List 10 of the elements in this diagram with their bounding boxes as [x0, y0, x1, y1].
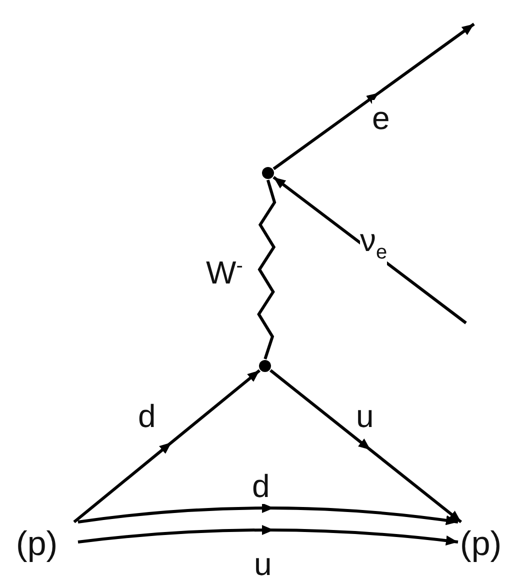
wavy-line	[257, 180, 276, 360]
arrow	[78, 504, 458, 525]
arrow	[270, 369, 462, 524]
vertex-dot	[262, 167, 274, 179]
arrow	[78, 525, 458, 546]
arrow	[272, 22, 475, 170]
arrow	[73, 369, 261, 524]
vertex-dot	[259, 360, 271, 372]
particle-label: (p)	[16, 524, 58, 564]
particle-label: (p)	[460, 524, 502, 564]
